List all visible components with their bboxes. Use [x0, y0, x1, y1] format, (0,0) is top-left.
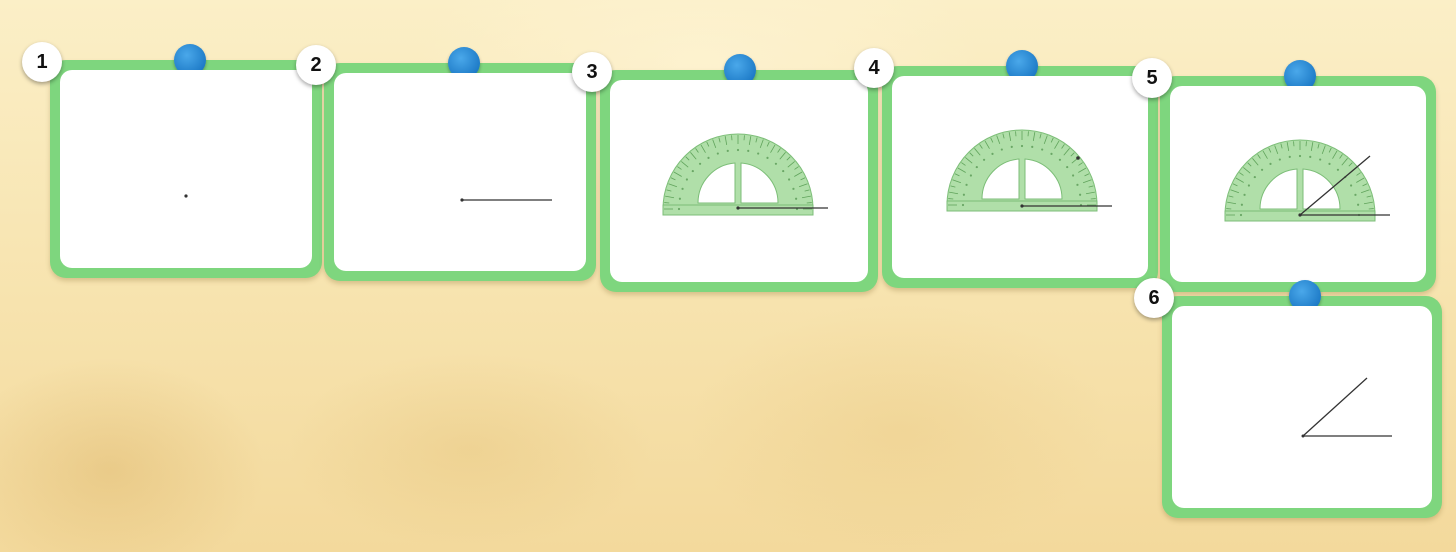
step-card-1: 1 — [50, 60, 322, 278]
protractor-icon — [663, 134, 813, 215]
step-card-6: 6 — [1162, 296, 1442, 518]
protractor-drawing — [610, 80, 868, 282]
step-drawing-area — [60, 70, 312, 268]
second-ray-line — [1303, 378, 1367, 436]
step-number-badge: 1 — [22, 42, 62, 82]
step-drawing-area — [892, 76, 1148, 278]
step-number-badge: 3 — [572, 52, 612, 92]
protractor-icon — [947, 130, 1097, 211]
step-card-4: 4 — [882, 66, 1158, 288]
step-drawing-area — [610, 80, 868, 282]
step-number-badge: 4 — [854, 48, 894, 88]
ray-vertex — [460, 198, 463, 201]
step-number-badge: 6 — [1134, 278, 1174, 318]
point-drawing — [60, 70, 312, 268]
angle-drawing — [1172, 306, 1432, 508]
protractor-drawing — [892, 76, 1148, 278]
protractor-drawing — [1170, 86, 1426, 282]
ray-vertex — [736, 206, 739, 209]
ray-vertex — [1302, 435, 1305, 438]
step-card-2: 2 — [324, 63, 596, 281]
point-mark — [184, 194, 187, 197]
ray-vertex — [1020, 204, 1023, 207]
step-number-badge: 2 — [296, 45, 336, 85]
step-card-5: 5 — [1160, 76, 1436, 292]
protractor-icon — [1225, 140, 1375, 221]
step-number-badge: 5 — [1132, 58, 1172, 98]
step-drawing-area — [1170, 86, 1426, 282]
ray-drawing — [334, 73, 586, 271]
step-card-3: 3 — [600, 70, 878, 292]
step-drawing-area — [1172, 306, 1432, 508]
ray-vertex — [1298, 213, 1301, 216]
angle-mark-point — [1076, 156, 1080, 160]
step-drawing-area — [334, 73, 586, 271]
